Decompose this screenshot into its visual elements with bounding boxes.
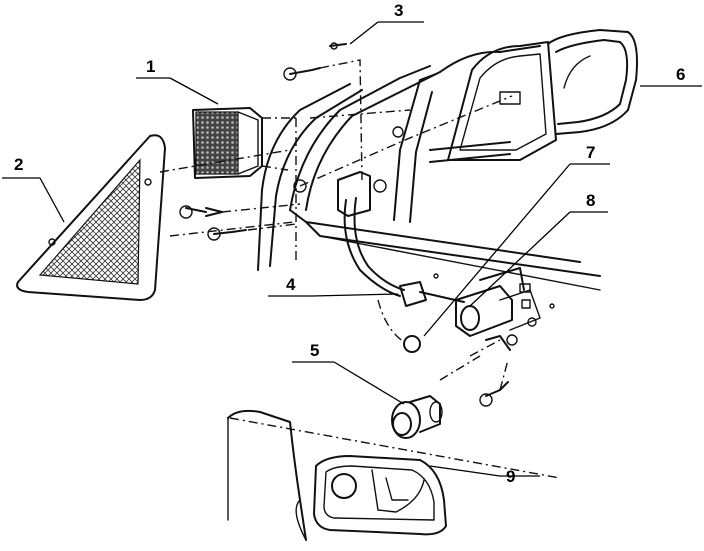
- motor-assembly-part: [337, 171, 555, 407]
- leader-4b: [311, 293, 399, 297]
- callout-1: 1: [146, 57, 155, 76]
- callout-8: 8: [586, 191, 595, 210]
- leader-7b: [423, 163, 571, 337]
- adjustment-knob-part: [391, 395, 443, 439]
- door-panel-part: [227, 409, 561, 541]
- leader-3b: [349, 21, 379, 45]
- leader-lines: [2, 21, 702, 477]
- trim-cover-part: [16, 134, 166, 301]
- screw-set: [159, 42, 513, 262]
- leader-1b: [169, 77, 219, 105]
- leader-9: [429, 465, 501, 477]
- door-frame: [257, 45, 601, 291]
- leader-8b: [469, 211, 571, 307]
- callout-9: 9: [506, 467, 515, 486]
- callout-5: 5: [310, 341, 319, 360]
- leader-2b: [39, 177, 65, 223]
- callout-3: 3: [394, 1, 403, 20]
- callout-7: 7: [586, 143, 595, 162]
- foam-pad-part: [192, 107, 263, 179]
- callout-4: 4: [286, 275, 296, 294]
- mirror-housing-part: [429, 29, 638, 163]
- leader-5b: [333, 361, 405, 405]
- callout-2: 2: [14, 155, 23, 174]
- callout-6: 6: [676, 65, 685, 84]
